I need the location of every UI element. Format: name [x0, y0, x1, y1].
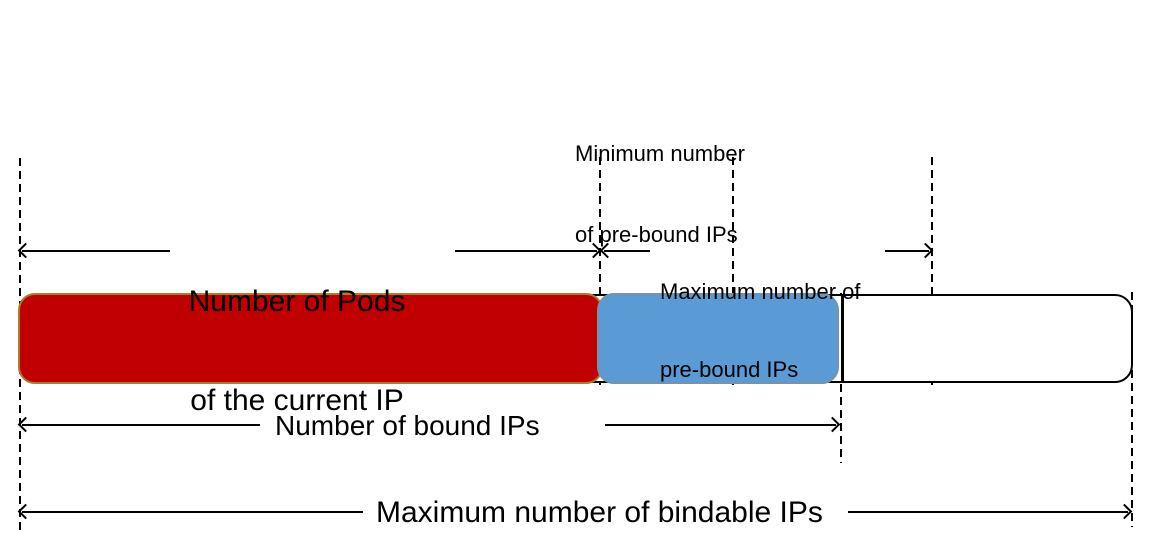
arrow-pods-left [17, 242, 170, 259]
arrow-bound-left [17, 416, 260, 433]
label-number-of-pods: Number of Pods of the current IP [163, 219, 431, 483]
label-line: of pre-bound IPs [575, 222, 738, 247]
label-line: Minimum number [575, 141, 745, 166]
arrow-max-prebound-right [885, 242, 934, 259]
arrowhead-right-icon [1116, 503, 1133, 520]
bound-ips-divider [841, 294, 844, 383]
label-min-prebound-ips: Minimum number of pre-bound IPs [575, 86, 745, 302]
label-line: pre-bound IPs [660, 357, 799, 382]
arrow-bindable-left [17, 503, 363, 520]
dashed-line-min-prebound [732, 157, 734, 385]
dashed-line-pods-boundary [599, 157, 601, 385]
label-number-of-bound-ips: Number of bound IPs [275, 410, 540, 441]
dashed-line-right-boundary [1131, 292, 1133, 527]
label-line: Number of Pods [188, 285, 406, 318]
arrow-bindable-right [848, 503, 1133, 520]
arrow-max-prebound-left [599, 242, 650, 259]
bar-pods-segment [18, 293, 603, 384]
dashed-line-max-prebound [931, 157, 933, 385]
label-line: Maximum number of [660, 279, 861, 304]
label-max-prebound-ips: Maximum number of pre-bound IPs [660, 227, 861, 435]
bar-prebound-segment [597, 293, 839, 384]
label-line: of the current IP [190, 384, 404, 417]
label-max-bindable-ips: Maximum number of bindable IPs [376, 496, 823, 529]
arrow-bound-right [605, 416, 841, 433]
arrow-pods-right [455, 242, 602, 259]
